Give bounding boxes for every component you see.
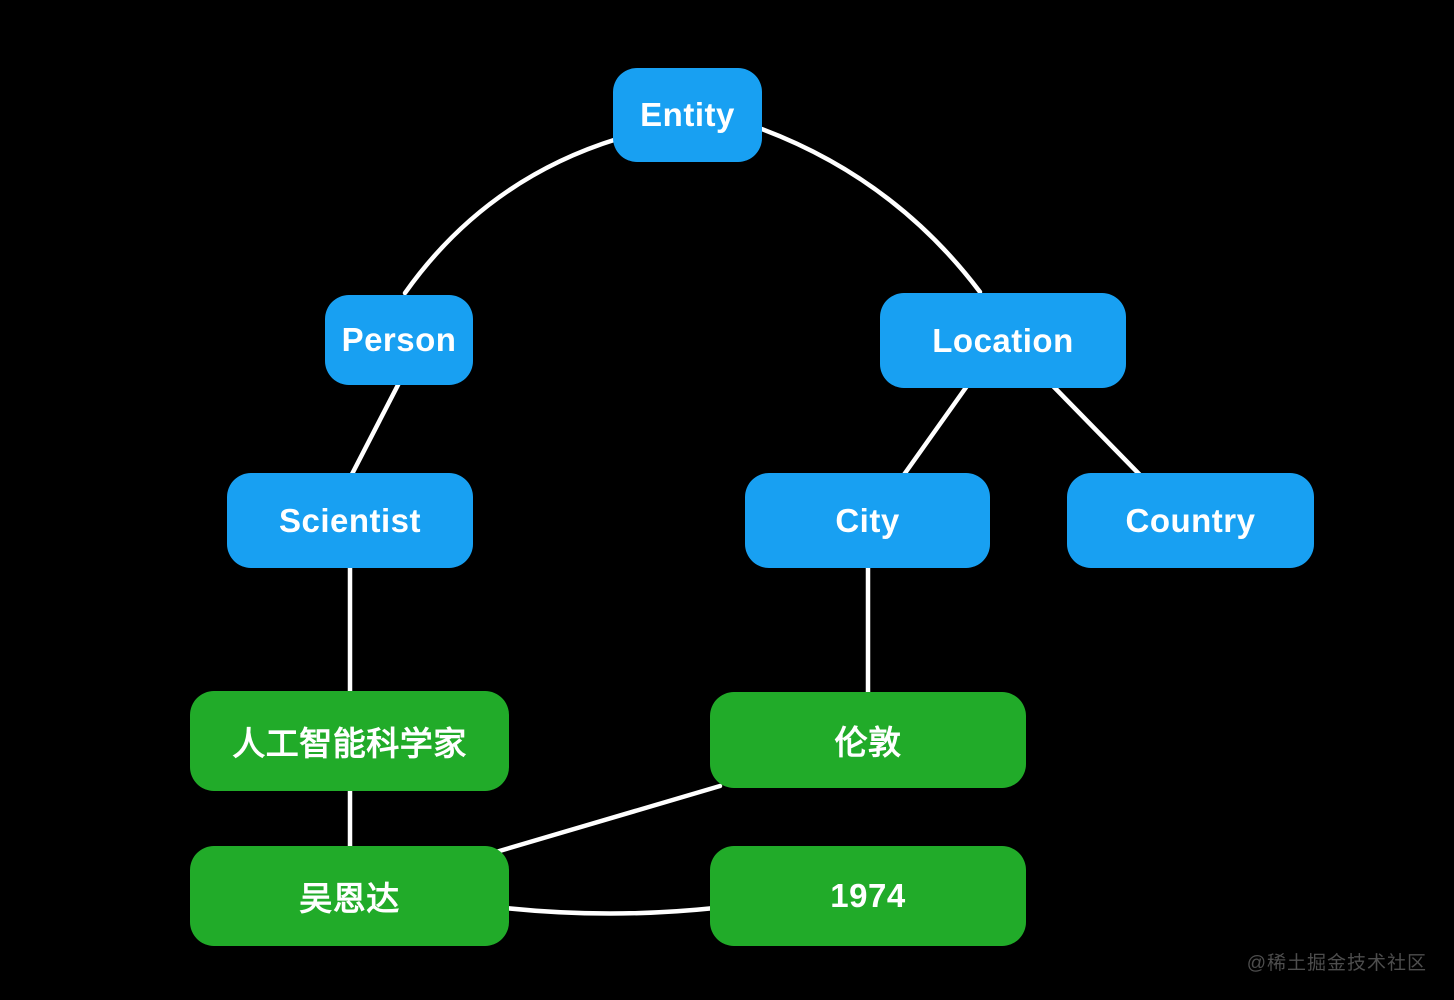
edge-andrew-ng-year-1974 [502,905,718,916]
node-label: Entity [640,96,735,133]
node-london: 伦敦 [710,692,1026,788]
node-label: City [835,501,900,539]
watermark: @稀土掘金技术社区 [1246,953,1427,974]
node-label: Person [341,321,457,358]
node-entity: Entity [613,68,762,162]
node-location: Location [880,293,1126,388]
node-label: 伦敦 [834,724,902,761]
edge-andrew-ng-london [493,783,723,855]
node-year-1974: 1974 [710,846,1026,946]
node-country: Country [1067,473,1314,568]
node-label: 人工智能科学家 [232,725,467,762]
edge-entity-location [756,125,983,295]
node-ai-scientist: 人工智能科学家 [190,691,509,791]
edge-entity-person [402,136,620,296]
edge-location-country [1050,383,1144,479]
edge-person-scientist [348,380,402,479]
node-person: Person [325,295,473,385]
edge-location-city [900,383,970,479]
node-label: Country [1125,501,1256,539]
node-label: 1974 [830,877,906,914]
node-label: Location [932,321,1074,359]
node-city: City [745,473,990,568]
node-label: Scientist [278,501,422,539]
node-scientist: Scientist [227,473,473,568]
node-label: 吴恩达 [299,880,400,917]
node-andrew-ng: 吴恩达 [190,846,509,946]
